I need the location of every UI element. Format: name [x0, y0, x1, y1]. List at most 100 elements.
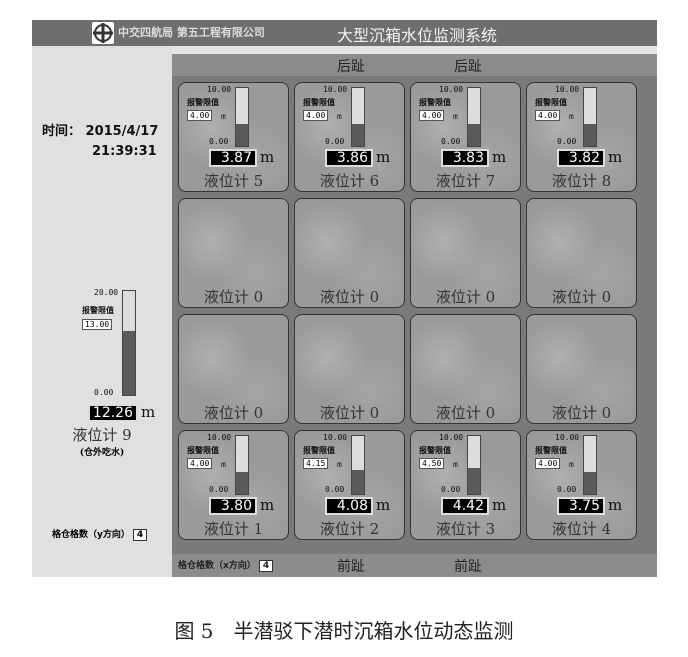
gauge-note: (仓外吃水)	[79, 448, 125, 458]
gauge-name: 液位计 0	[435, 288, 496, 306]
level-tile: 液位计 0	[526, 198, 637, 308]
unit: m	[492, 496, 507, 514]
level-fill	[236, 123, 248, 146]
y-count-input[interactable]: 4	[132, 529, 148, 541]
alarm-limit-input[interactable]: 4.00	[303, 110, 329, 121]
level-readout: 3.82	[557, 149, 605, 167]
gauge-min: 0.00	[441, 137, 461, 146]
front-toe-label: 前趾	[454, 559, 482, 575]
monitor-window: 中交四航局 第五工程有限公司 大型沉箱水位监测系统 时间： 2015/4/17 …	[32, 20, 657, 577]
level-tile: 液位计 0	[410, 198, 521, 308]
time-label: 时间： 2015/4/17	[42, 120, 158, 139]
gauge-max: 10.00	[555, 433, 580, 442]
level-tile: 液位计 0	[410, 314, 521, 424]
gauge-name: 液位计 0	[435, 404, 496, 422]
level-fill	[123, 331, 135, 395]
level-fill	[584, 123, 596, 146]
gauge-max: 10.00	[207, 85, 232, 94]
gauge-name: 液位计 1	[203, 520, 264, 538]
gauge-name: 液位计 0	[551, 404, 612, 422]
gauge-max: 10.00	[439, 85, 464, 94]
level-bar	[467, 435, 481, 495]
level-fill	[236, 471, 248, 494]
alarm-label: 报警限值	[419, 98, 451, 107]
level-fill	[584, 472, 596, 494]
level-tile: 液位计 0	[178, 314, 289, 424]
x-count-input[interactable]: 4	[258, 560, 274, 572]
unit: m	[376, 496, 391, 514]
header-bar: 中交四航局 第五工程有限公司 大型沉箱水位监测系统	[32, 20, 657, 46]
alarm-limit-input[interactable]: 4.00	[187, 110, 213, 121]
alarm-limit-input[interactable]: 4.00	[535, 110, 561, 121]
level-bar	[583, 435, 597, 495]
rear-toe-label: 后趾	[337, 59, 365, 75]
gauge-max: 10.00	[323, 85, 348, 94]
level-readout: 3.86	[325, 149, 373, 167]
alarm-limit-input[interactable]: 4.15	[303, 458, 329, 469]
level-readout: 3.83	[441, 149, 489, 167]
alarm-limit-input[interactable]: 4.00	[187, 458, 213, 469]
gauge-max: 10.00	[207, 433, 232, 442]
alarm-label: 报警限值	[82, 306, 114, 315]
level-tile: 液位计 0	[294, 314, 405, 424]
level-tile: 液位计 0	[178, 198, 289, 308]
gauge-name: 液位计 0	[551, 288, 612, 306]
gauge-name: 液位计 7	[435, 172, 496, 190]
level-fill	[468, 468, 480, 494]
gauge-name: 液位计 6	[319, 172, 380, 190]
figure-caption: 图 5 半潜驳下潜时沉箱水位动态监测	[174, 619, 514, 643]
gauge-name: 液位计 0	[319, 404, 380, 422]
app-title: 大型沉箱水位监测系统	[337, 26, 498, 45]
unit: m	[453, 460, 458, 469]
unit: m	[376, 148, 391, 166]
bottom-strip: 格仓格数（x方向）4 前趾前趾	[172, 554, 657, 577]
gauge-9: 20.00 报警限值 13.00 0.00 12.26 m 液位计 9 (仓外吃…	[32, 286, 172, 466]
gauge-min: 0.00	[557, 485, 577, 494]
alarm-label: 报警限值	[535, 446, 567, 455]
gauge-name: 液位计 8	[551, 172, 612, 190]
unit: m	[141, 403, 156, 421]
gauge-max: 10.00	[323, 433, 348, 442]
gauge-name: 液位计 9	[72, 426, 132, 444]
level-readout: 3.80	[209, 497, 257, 515]
level-fill	[352, 123, 364, 146]
y-count-label: 格仓格数（y方向）	[52, 530, 130, 540]
date-value: 2015/4/17	[85, 124, 159, 139]
alarm-limit-input[interactable]: 13.00	[82, 319, 113, 330]
level-bar	[583, 87, 597, 147]
level-readout: 3.75	[557, 497, 605, 515]
alarm-label: 报警限值	[535, 98, 567, 107]
level-fill	[352, 470, 364, 494]
gauge-name: 液位计 4	[551, 520, 612, 538]
gauge-min: 0.00	[209, 137, 229, 146]
unit: m	[453, 112, 458, 121]
unit: m	[608, 496, 623, 514]
unit: m	[221, 112, 226, 121]
level-tile: 液位计 0	[526, 314, 637, 424]
unit: m	[337, 460, 342, 469]
top-strip: 后趾后趾	[172, 54, 657, 76]
level-readout: 3.87	[209, 149, 257, 167]
x-count-label: 格仓格数（x方向）	[178, 561, 256, 571]
alarm-limit-input[interactable]: 4.50	[419, 458, 445, 469]
gauge-max: 10.00	[439, 433, 464, 442]
alarm-limit-input[interactable]: 4.00	[419, 110, 445, 121]
gauge-name: 液位计 0	[319, 288, 380, 306]
level-fill	[468, 123, 480, 146]
alarm-label: 报警限值	[303, 98, 335, 107]
alarm-label: 报警限值	[187, 98, 219, 107]
company-logo	[92, 22, 114, 44]
gauge-name: 液位计 3	[435, 520, 496, 538]
unit: m	[260, 148, 275, 166]
alarm-limit-input[interactable]: 4.00	[535, 458, 561, 469]
gauge-min: 0.00	[325, 137, 345, 146]
left-panel: 时间： 2015/4/17 21:39:31 20.00 报警限值 13.00 …	[32, 46, 172, 577]
